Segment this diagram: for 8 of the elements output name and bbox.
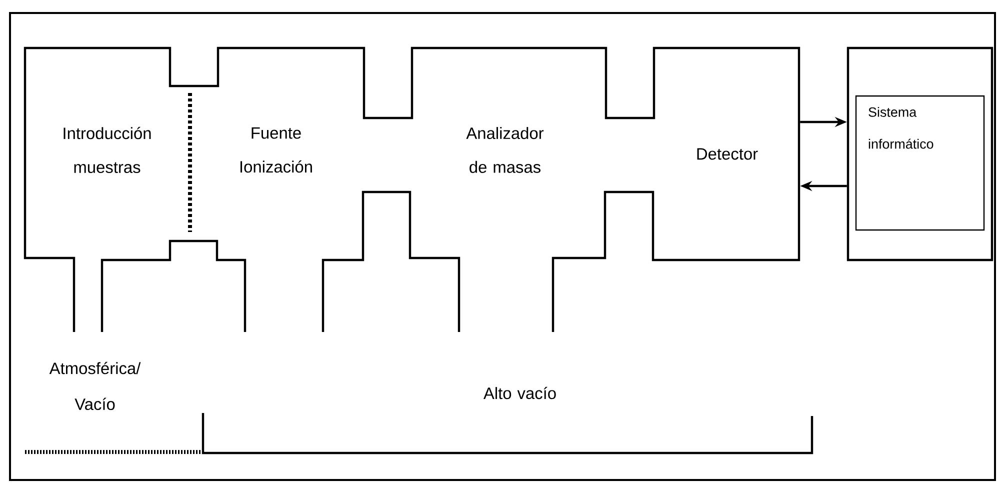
computer-system-box: Sistema informático <box>855 95 985 231</box>
chamber-label: Introducción muestras <box>64 126 151 174</box>
pressure-label: Atmosférica/ Vacío <box>49 362 141 410</box>
pressure-label: Alto vacío <box>484 386 556 400</box>
chamber-label: Fuente Ionización <box>240 127 312 173</box>
chamber-label: Detector <box>697 148 758 160</box>
computer-box <box>846 46 994 262</box>
chamber-label: Analizador de masas <box>466 127 544 173</box>
